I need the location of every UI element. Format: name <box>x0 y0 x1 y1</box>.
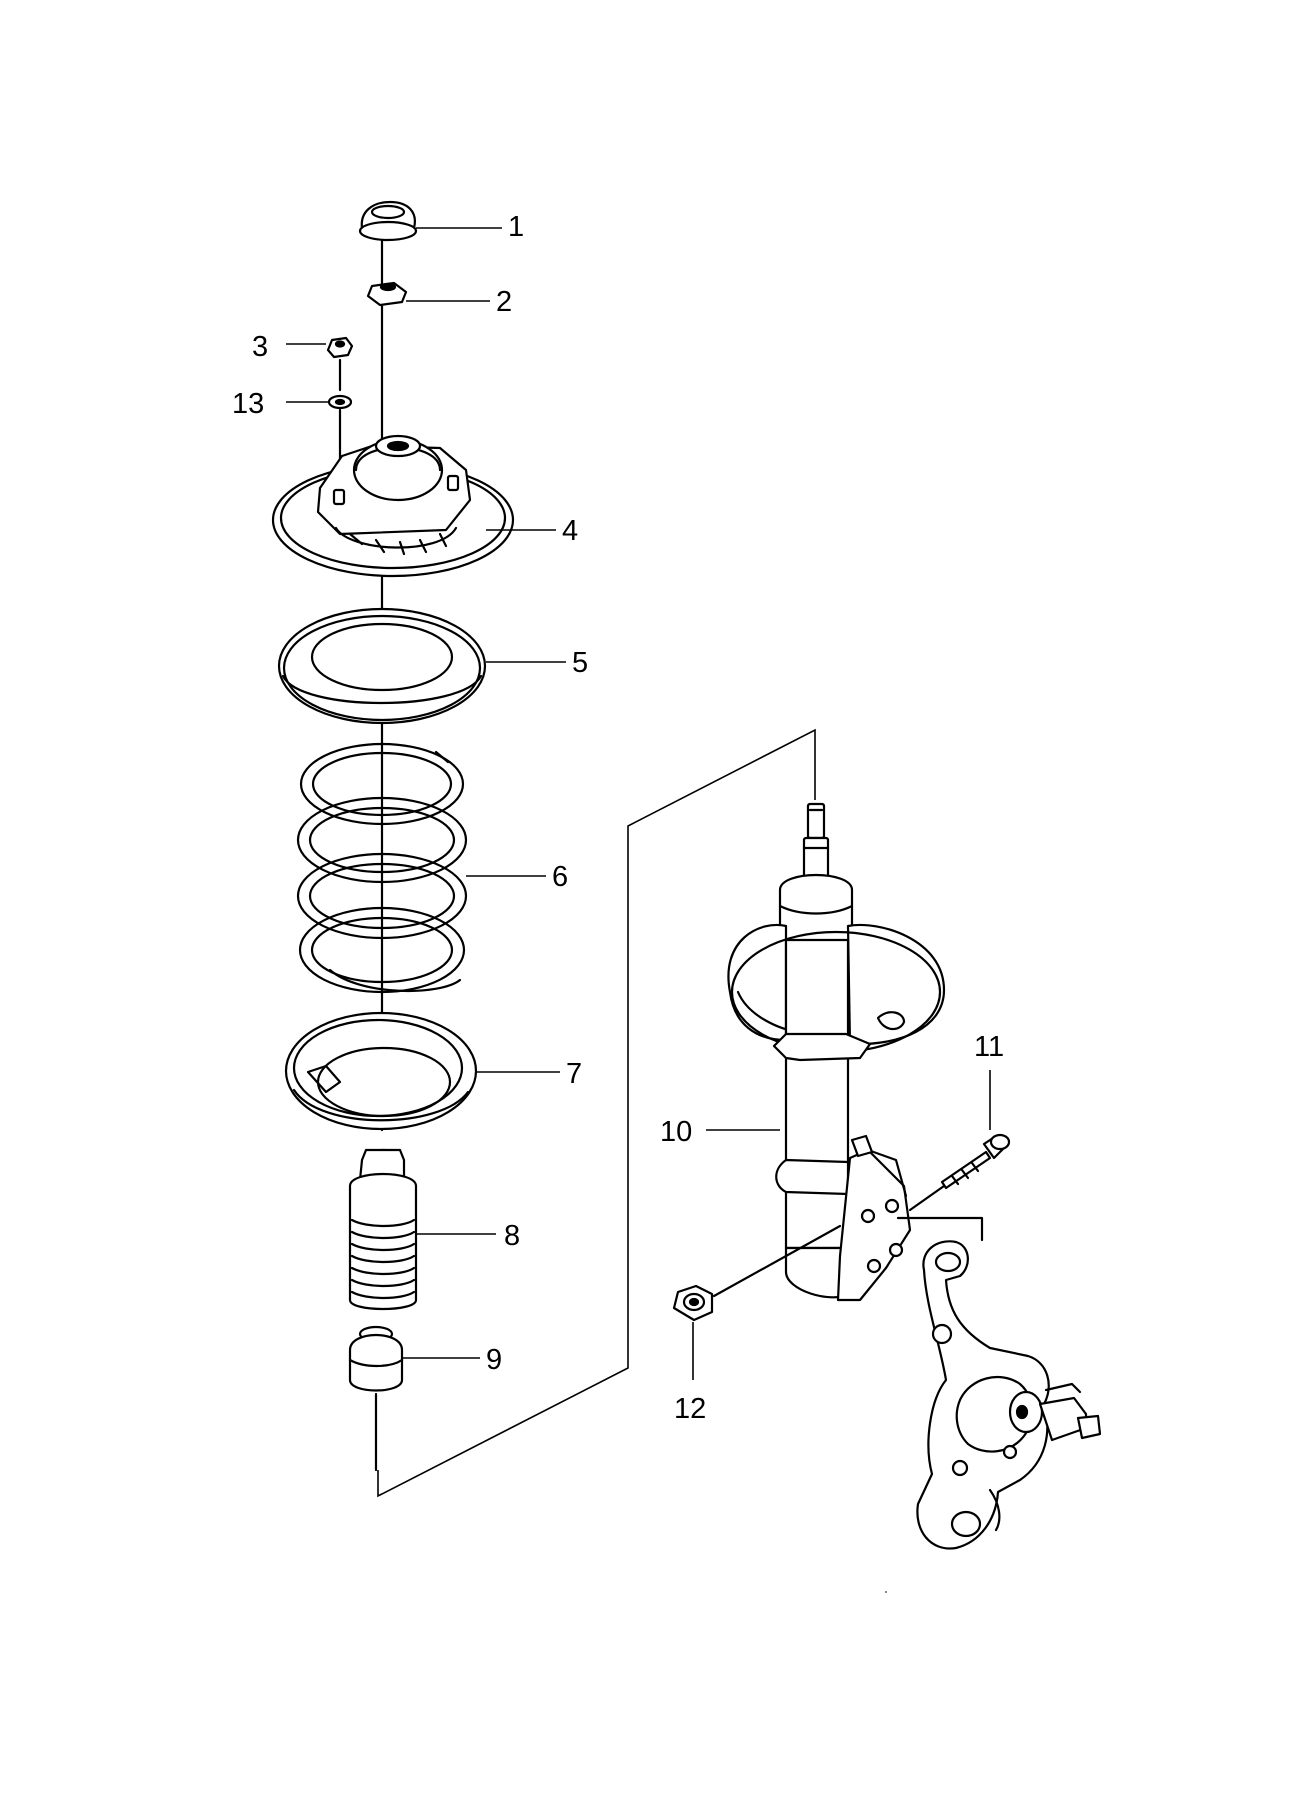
part-8-dust-boot <box>348 1148 418 1311</box>
callout-label-8: 8 <box>504 1220 520 1252</box>
part-13-washer <box>327 394 353 410</box>
scan-speck <box>885 1591 887 1593</box>
callout-label-4: 4 <box>562 515 578 547</box>
callout-label-1: 1 <box>508 211 524 243</box>
part-9-bump-stop <box>348 1325 404 1392</box>
callout-label-6: 6 <box>552 861 568 893</box>
callout-label-3: 3 <box>252 331 268 363</box>
callout-label-10: 10 <box>660 1116 692 1148</box>
callout-6: 6 <box>466 861 568 893</box>
part-10-strut-assembly <box>727 802 946 1302</box>
callout-11: 11 <box>974 1031 1004 1130</box>
part-6-coil-spring <box>296 742 468 994</box>
callout-7: 7 <box>476 1058 582 1090</box>
part-12-flange-nut <box>672 1284 714 1322</box>
part-1-dust-cap <box>358 200 418 242</box>
part-4-strut-mount <box>271 434 515 578</box>
callout-label-11: 11 <box>974 1031 1004 1063</box>
callout-label-7: 7 <box>566 1058 582 1090</box>
callout-8: 8 <box>416 1220 520 1252</box>
callout-label-5: 5 <box>572 647 588 679</box>
part-2-lock-nut <box>366 281 408 307</box>
assembly-reference-line <box>377 728 816 1498</box>
steering-knuckle <box>896 1216 1102 1550</box>
part-11-bolt <box>940 1133 1011 1190</box>
callout-4: 4 <box>486 515 578 547</box>
callout-13: 13 <box>232 388 328 420</box>
callout-2: 2 <box>406 286 512 318</box>
callout-3: 3 <box>252 331 326 363</box>
callout-label-12: 12 <box>674 1393 706 1425</box>
callout-10: 10 <box>660 1116 780 1148</box>
part-12-axis <box>712 1224 842 1298</box>
callout-9: 9 <box>402 1344 502 1376</box>
callout-1: 1 <box>416 211 524 243</box>
callout-label-13: 13 <box>232 388 264 420</box>
part-3-nut <box>326 336 354 359</box>
part-5-upper-spring-seat <box>277 607 487 725</box>
callout-label-9: 9 <box>486 1344 502 1376</box>
callout-12: 12 <box>674 1322 706 1425</box>
callout-label-2: 2 <box>496 286 512 318</box>
part-7-lower-spring-seat <box>284 1011 478 1131</box>
part-11-axis <box>908 1184 946 1212</box>
callout-5: 5 <box>486 647 588 679</box>
